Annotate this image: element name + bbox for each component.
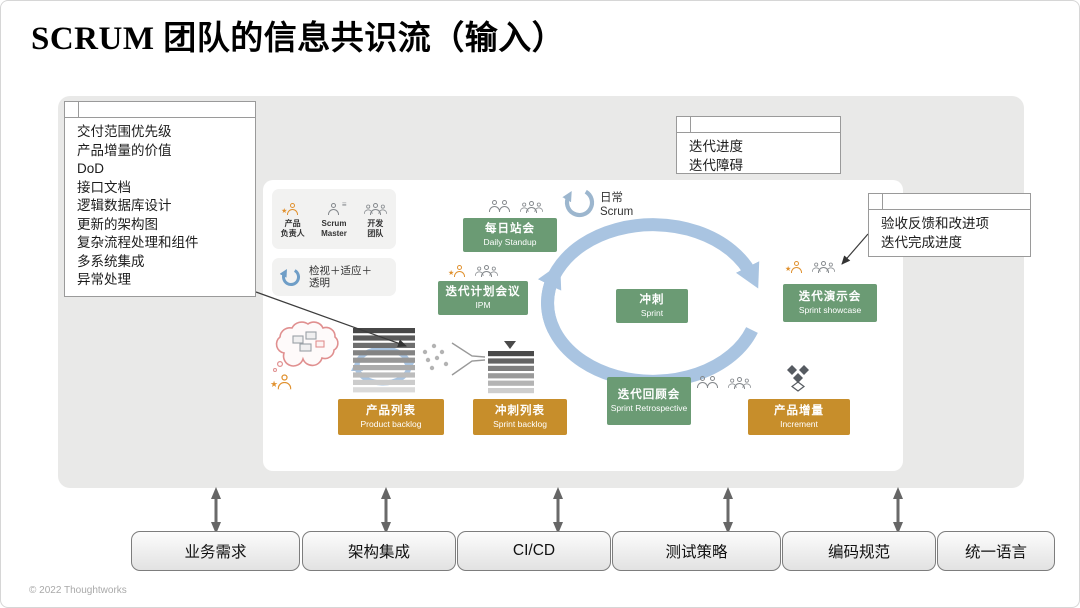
node-zh: 产品增量 — [774, 405, 824, 417]
callout-line: 更新的架构图 — [77, 216, 158, 232]
callout-line: DoD — [77, 161, 105, 176]
daily-scrum-en: Scrum — [600, 206, 634, 218]
daily-standup-people-icons — [488, 200, 544, 214]
daily-scrum-label: 日常 Scrum — [600, 191, 633, 219]
product-owner-cloud-icon: ★ — [270, 374, 292, 390]
retro-people-icons — [696, 376, 752, 390]
role-product-owner: ★ 产品 负责人 — [274, 198, 312, 238]
node-sprint-backlog: 冲刺列表 Sprint backlog — [473, 399, 567, 435]
node-sprint-retrospective: 迭代回顾会 Sprint Retrospective — [607, 377, 691, 425]
copyright-text: © 2022 Thoughtworks — [29, 585, 127, 596]
ipm-people-icons: ★ — [448, 264, 499, 278]
node-en: Sprint backlog — [493, 419, 547, 429]
callout-line: 迭代障碍 — [689, 157, 743, 173]
node-daily-standup: 每日站会 Daily Standup — [463, 218, 557, 252]
callout-line: 交付范围优先级 — [77, 124, 172, 139]
pillar-ubiquitous-language: 统一语言 — [937, 531, 1055, 571]
node-product-backlog: 产品列表 Product backlog — [338, 399, 444, 435]
daily-scrum-zh: 日常 — [600, 192, 623, 204]
scrum-master-icon: ≡ — [327, 201, 346, 216]
pillar-cicd: CI/CD — [457, 531, 611, 571]
callout-header — [677, 117, 840, 133]
callout-line: 产品增量的价值 — [77, 142, 172, 158]
node-en: Product backlog — [360, 419, 422, 429]
role-dev-team: 开发 团队 — [356, 198, 394, 238]
callout-feedback: 验收反馈和改进项 迭代完成进度 — [868, 193, 1031, 257]
node-zh: 迭代回顾会 — [617, 389, 681, 401]
node-en: Sprint Retrospective — [610, 403, 688, 413]
node-en: Daily Standup — [483, 237, 537, 247]
pillar-coding-standards: 编码规范 — [782, 531, 936, 571]
callout-line: 异常处理 — [77, 272, 131, 287]
node-en: IPM — [475, 300, 491, 310]
pillar-architecture-integration: 架构集成 — [302, 531, 456, 571]
dev-team-icon — [363, 202, 388, 216]
callout-input-items: 交付范围优先级 产品增量的价值 DoD 接口文档 逻辑数据库设计 更新的架构图 … — [64, 101, 256, 297]
page-title: SCRUM 团队的信息共识流（输入） — [31, 21, 566, 57]
node-sprint: 冲刺 Sprint — [616, 289, 688, 323]
role-label: 开发 团队 — [367, 219, 384, 238]
node-sprint-showcase: 迭代演示会 Sprint showcase — [783, 284, 877, 322]
inspect-adapt-legend: 检视＋适应＋透明 — [272, 258, 396, 296]
node-zh: 冲刺列表 — [495, 405, 545, 417]
node-zh: 每日站会 — [485, 223, 535, 235]
callout-line: 迭代完成进度 — [881, 234, 962, 250]
node-zh: 产品列表 — [366, 405, 416, 417]
callout-line: 迭代进度 — [689, 139, 743, 154]
node-ipm: 迭代计划会议 IPM — [438, 281, 528, 315]
callout-line: 复杂流程处理和组件 — [77, 235, 199, 250]
inspect-adapt-label: 检视＋适应＋透明 — [309, 264, 372, 290]
node-en: Sprint showcase — [798, 305, 862, 315]
node-en: Increment — [780, 419, 818, 429]
role-scrum-master: ≡ Scrum Master — [315, 198, 353, 238]
callout-iteration-status: 迭代进度 迭代障碍 — [676, 116, 841, 174]
product-owner-icon: ★ — [281, 203, 299, 216]
callout-header — [869, 194, 1030, 210]
callout-line: 验收反馈和改进项 — [881, 216, 989, 231]
cycle-icon — [280, 268, 300, 286]
callout-header — [65, 102, 255, 118]
callout-line: 多系统集成 — [77, 253, 145, 269]
node-zh: 迭代演示会 — [798, 291, 862, 303]
role-label: 产品 负责人 — [280, 219, 305, 238]
pillar-business-requirements: 业务需求 — [131, 531, 300, 571]
role-label: Scrum Master — [321, 219, 347, 238]
node-zh: 迭代计划会议 — [445, 286, 521, 298]
callout-line: 接口文档 — [77, 179, 131, 195]
daily-scrum-cycle-icon — [562, 185, 598, 226]
node-increment: 产品增量 Increment — [748, 399, 850, 435]
node-en: Sprint — [640, 308, 664, 318]
callout-line: 逻辑数据库设计 — [77, 198, 172, 213]
showcase-people-icons: ★ — [785, 260, 836, 274]
pillar-test-strategy: 测试策略 — [612, 531, 781, 571]
roles-legend: ★ 产品 负责人 ≡ Scrum Master 开发 团队 — [272, 189, 396, 249]
node-zh: 冲刺 — [639, 294, 665, 306]
